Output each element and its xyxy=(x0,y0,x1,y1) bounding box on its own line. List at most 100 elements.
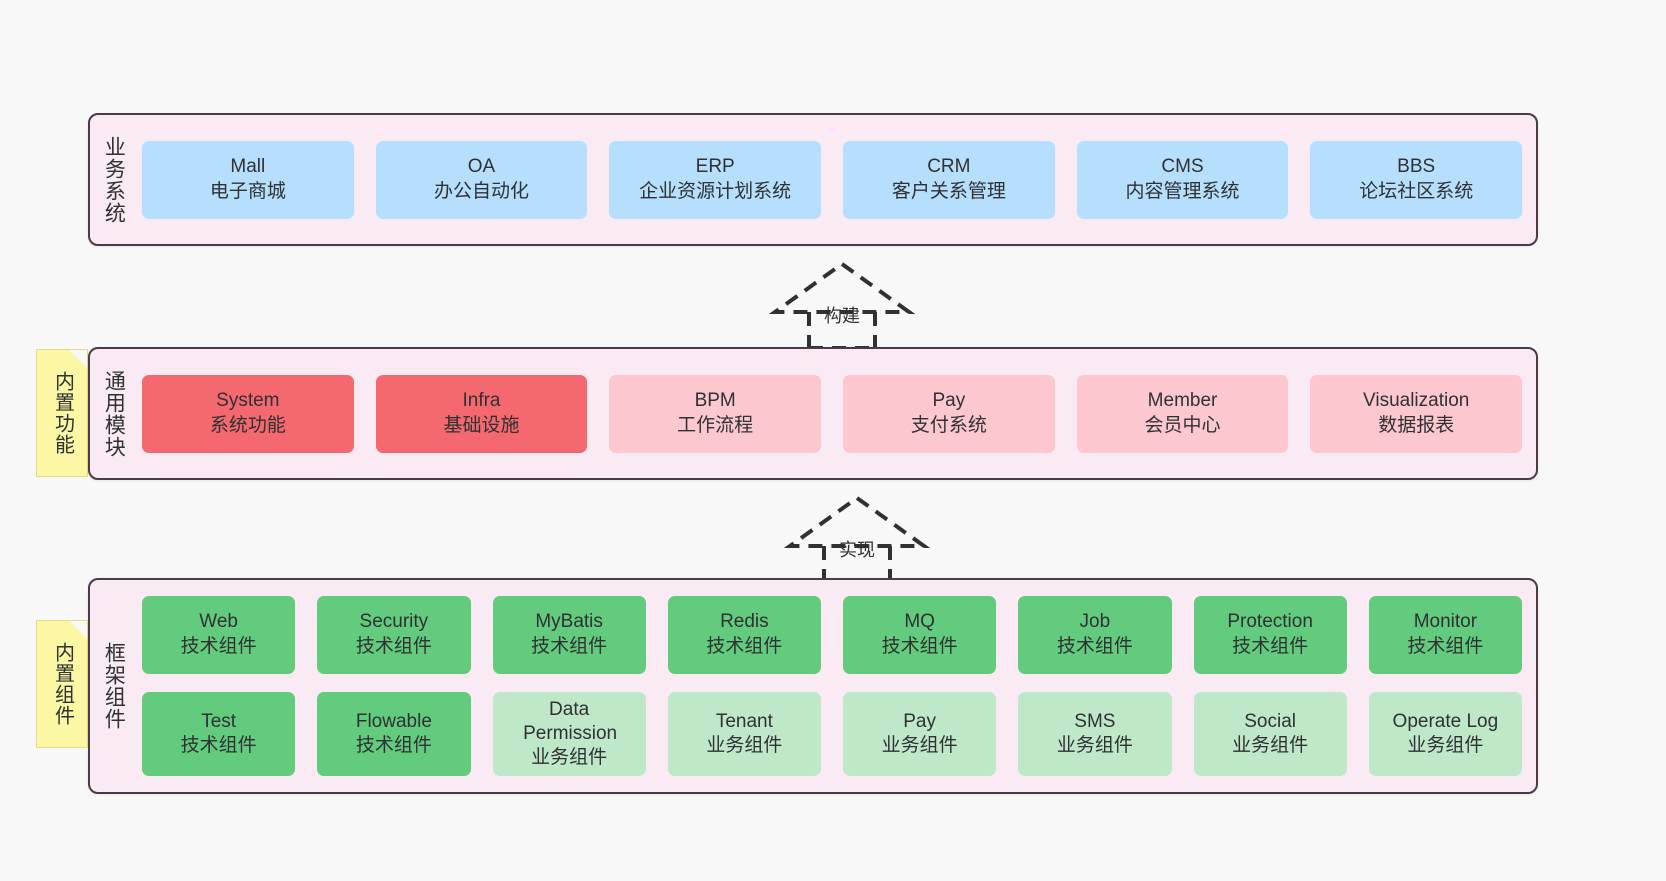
box-title: Tenant xyxy=(715,710,773,732)
business-box-row: Mall 电子商城 OA 办公自动化 ERP 企业资源计划系统 CRM 客户关系… xyxy=(142,140,1523,219)
box-subtitle: 业务组件 xyxy=(1407,735,1484,756)
box-title: OA xyxy=(467,156,496,178)
box-cms[interactable]: CMS 内容管理系统 xyxy=(1076,140,1289,219)
box-flowable[interactable]: Flowable 技术组件 xyxy=(317,691,471,777)
box-crm[interactable]: CRM 客户关系管理 xyxy=(843,140,1055,219)
box-pay[interactable]: Pay 支付系统 xyxy=(843,374,1055,453)
box-subtitle: 业务组件 xyxy=(1232,735,1309,756)
box-test[interactable]: Test 技术组件 xyxy=(142,691,296,777)
box-pay-business[interactable]: Pay 业务组件 xyxy=(843,691,997,777)
box-mall[interactable]: Mall 电子商城 xyxy=(142,140,354,219)
box-subtitle: 技术组件 xyxy=(355,735,432,756)
box-title: Pay xyxy=(903,710,936,732)
connector-build-arrow: 构建 xyxy=(762,258,922,350)
box-title: Test xyxy=(201,710,237,732)
box-subtitle: 技术组件 xyxy=(531,635,608,657)
box-title: Redis xyxy=(720,611,769,633)
box-web[interactable]: Web 技术组件 xyxy=(142,595,296,674)
layer-body-common-module: System 系统功能 Infra 基础设施 BPM 工作流程 Pay 支付系统… xyxy=(136,349,1536,478)
box-title: Operate Log xyxy=(1392,710,1499,732)
layer-label-business-system: 业务系统 xyxy=(102,135,126,224)
box-subtitle: 支付系统 xyxy=(910,414,987,436)
box-subtitle: 论坛社区系统 xyxy=(1359,180,1474,202)
box-title: MQ xyxy=(904,611,935,633)
box-oa[interactable]: OA 办公自动化 xyxy=(375,140,588,219)
layer-body-framework-component: Web 技术组件 Security 技术组件 MyBatis 技术组件 Redi… xyxy=(136,580,1536,792)
box-title: Flowable xyxy=(355,710,432,732)
box-subtitle: 技术组件 xyxy=(180,635,257,657)
box-title: Infra xyxy=(462,390,501,412)
box-protection[interactable]: Protection 技术组件 xyxy=(1193,595,1347,674)
box-subtitle: 系统功能 xyxy=(209,414,286,436)
framework-row-business: Test 技术组件 Flowable 技术组件 Data Permission … xyxy=(142,691,1522,777)
box-title: Pay xyxy=(932,390,966,412)
box-subtitle: 工作流程 xyxy=(677,414,754,436)
box-subtitle: 技术组件 xyxy=(706,635,783,657)
layer-label-framework-component: 框架组件 xyxy=(102,642,126,730)
box-title: Visualization xyxy=(1363,390,1470,412)
box-data-permission[interactable]: Data Permission 业务组件 xyxy=(492,691,646,777)
box-visualization[interactable]: Visualization 数据报表 xyxy=(1310,374,1523,453)
box-title: SMS xyxy=(1074,710,1116,732)
box-member[interactable]: Member 会员中心 xyxy=(1076,374,1289,453)
box-title: System xyxy=(216,390,280,412)
note-builtin-components: 内置组件 xyxy=(36,620,88,748)
box-social[interactable]: Social 业务组件 xyxy=(1193,691,1347,777)
box-mq[interactable]: MQ 技术组件 xyxy=(843,595,997,674)
box-mybatis[interactable]: MyBatis 技术组件 xyxy=(492,595,646,674)
box-subtitle: 技术组件 xyxy=(881,635,958,657)
box-subtitle: 业务组件 xyxy=(706,735,783,756)
connector-implement-arrow: 实现 xyxy=(777,492,937,584)
note-text: 内置组件 xyxy=(51,642,74,726)
box-job[interactable]: Job 技术组件 xyxy=(1018,595,1172,674)
box-subtitle: 客户关系管理 xyxy=(891,180,1006,202)
box-title: Job xyxy=(1079,611,1111,633)
box-title: ERP xyxy=(695,156,735,178)
box-subtitle: 技术组件 xyxy=(355,635,432,657)
note-text: 内置功能 xyxy=(51,371,74,455)
box-title: Security xyxy=(359,611,429,633)
box-sms[interactable]: SMS 业务组件 xyxy=(1018,691,1172,777)
box-title: Mall xyxy=(230,156,266,178)
box-subtitle: 数据报表 xyxy=(1378,414,1455,436)
box-subtitle: 业务组件 xyxy=(531,747,608,769)
box-system[interactable]: System 系统功能 xyxy=(142,374,354,453)
box-subtitle: 企业资源计划系统 xyxy=(639,180,792,202)
layer-business-system: 业务系统 Mall 电子商城 OA 办公自动化 ERP 企业资源计划系统 CRM xyxy=(88,113,1538,246)
note-builtin-functions: 内置功能 xyxy=(36,349,88,477)
box-operate-log[interactable]: Operate Log 业务组件 xyxy=(1368,691,1522,777)
box-infra[interactable]: Infra 基础设施 xyxy=(375,374,588,453)
box-title: BBS xyxy=(1397,156,1436,178)
box-tenant[interactable]: Tenant 业务组件 xyxy=(667,691,821,777)
box-title: Web xyxy=(199,611,238,633)
box-bbs[interactable]: BBS 论坛社区系统 xyxy=(1310,140,1523,219)
box-title: Member xyxy=(1147,390,1218,412)
box-redis[interactable]: Redis 技术组件 xyxy=(667,595,821,674)
box-subtitle: 业务组件 xyxy=(1056,735,1133,756)
framework-row-technical: Web 技术组件 Security 技术组件 MyBatis 技术组件 Redi… xyxy=(142,595,1522,674)
box-erp[interactable]: ERP 企业资源计划系统 xyxy=(609,140,822,219)
box-subtitle: 技术组件 xyxy=(1232,635,1309,657)
box-subtitle: 电子商城 xyxy=(209,180,286,202)
framework-box-rows: Web 技术组件 Security 技术组件 MyBatis 技术组件 Redi… xyxy=(142,595,1522,777)
box-subtitle: 会员中心 xyxy=(1144,414,1221,436)
box-title: Monitor xyxy=(1413,611,1478,633)
layer-body-business-system: Mall 电子商城 OA 办公自动化 ERP 企业资源计划系统 CRM 客户关系… xyxy=(136,115,1536,244)
layer-framework-component: 框架组件 Web 技术组件 Security 技术组件 MyBatis 技术组件 xyxy=(88,578,1538,794)
box-bpm[interactable]: BPM 工作流程 xyxy=(609,374,822,453)
box-title: BPM xyxy=(694,390,736,412)
box-subtitle: 内容管理系统 xyxy=(1125,180,1240,202)
box-subtitle: 技术组件 xyxy=(180,735,257,756)
box-security[interactable]: Security 技术组件 xyxy=(317,595,471,674)
layer-label-common-module: 通用模块 xyxy=(102,369,126,458)
box-title: Data Permission xyxy=(523,698,618,744)
box-title: CMS xyxy=(1161,156,1204,178)
box-monitor[interactable]: Monitor 技术组件 xyxy=(1368,595,1522,674)
box-subtitle: 基础设施 xyxy=(443,414,520,436)
box-subtitle: 办公自动化 xyxy=(434,180,530,202)
box-title: Social xyxy=(1244,710,1296,732)
common-box-row: System 系统功能 Infra 基础设施 BPM 工作流程 Pay 支付系统… xyxy=(142,374,1523,453)
box-title: CRM xyxy=(927,156,971,178)
box-subtitle: 业务组件 xyxy=(881,735,958,756)
